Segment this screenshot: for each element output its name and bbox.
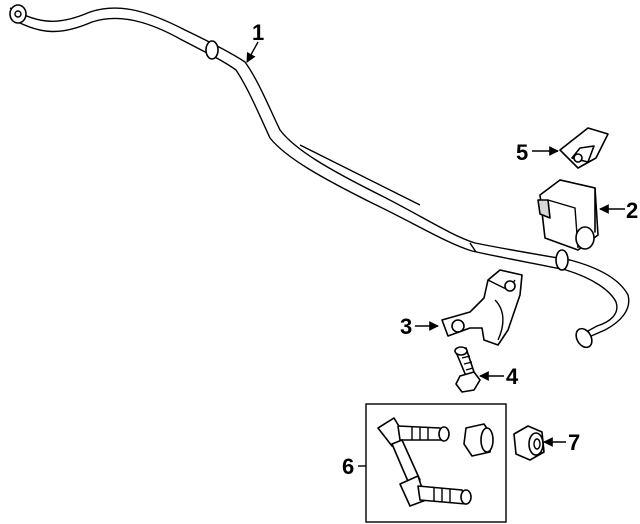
callout-3: 3 [400,314,412,339]
bolt-part-4 [454,346,481,393]
link-kit-box [365,403,507,523]
bushing-part-2 [537,179,599,251]
stabilizer-link-part-6 [377,417,472,507]
callout-7: 7 [568,430,580,455]
link-bushing [463,423,494,457]
clip-part-5 [559,127,609,169]
callout-1: 1 [252,20,264,45]
callout-6: 6 [342,454,354,479]
callout-5: 5 [516,140,528,165]
nut-part-7 [513,425,545,461]
bracket-part-3 [441,269,523,346]
callout-2: 2 [626,198,638,223]
stabilizer-bar [9,4,630,349]
leader-lines [246,41,625,467]
callout-4: 4 [506,364,519,389]
